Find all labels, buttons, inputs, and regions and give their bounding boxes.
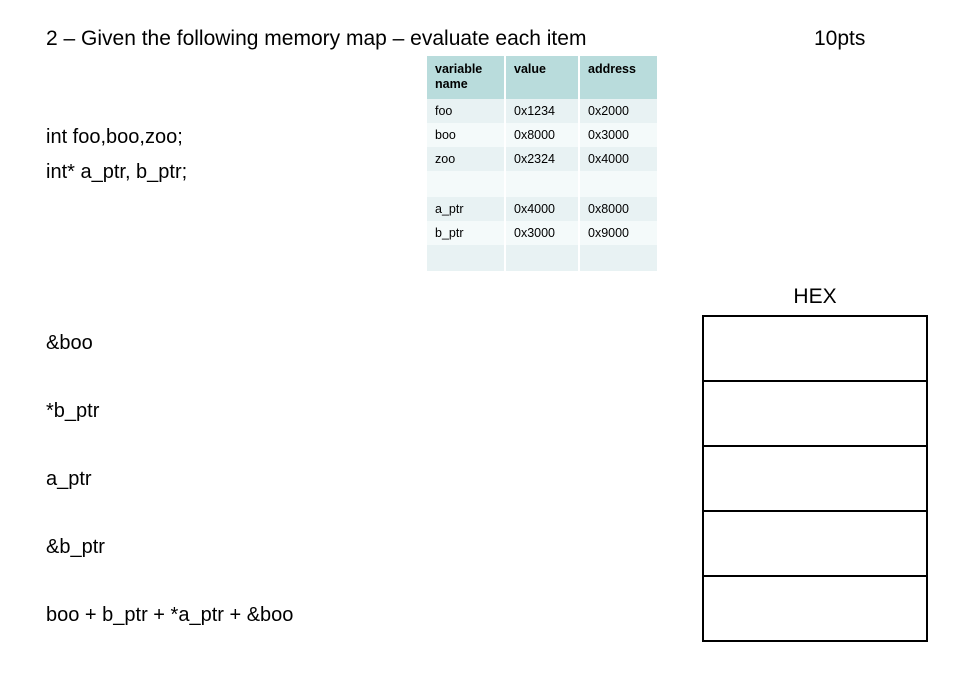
cell-value <box>505 245 580 271</box>
memory-map-table: variable name value address foo 0x1234 0… <box>427 56 657 271</box>
expression-item: *b_ptr <box>46 400 100 422</box>
answer-box[interactable] <box>702 575 928 642</box>
table-row: b_ptr 0x3000 0x9000 <box>427 221 657 245</box>
points-label: 10pts <box>814 27 866 50</box>
expression-item: &boo <box>46 332 93 354</box>
cell-address: 0x9000 <box>579 221 657 245</box>
expression-item: &b_ptr <box>46 536 105 558</box>
cell-value <box>505 171 580 197</box>
cell-variable-name <box>427 171 506 197</box>
cell-value: 0x1234 <box>505 99 580 123</box>
expression-list: &boo *b_ptr a_ptr &b_ptr boo + b_ptr + *… <box>46 328 293 668</box>
declaration-line: int* a_ptr, b_ptr; <box>46 161 188 183</box>
page-title: 2 – Given the following memory map – eva… <box>46 27 587 50</box>
declaration-line: int foo,boo,zoo; <box>46 126 183 148</box>
table-row: foo 0x1234 0x2000 <box>427 99 657 123</box>
table-row-empty <box>427 245 657 271</box>
answer-box[interactable] <box>702 380 928 447</box>
cell-address <box>579 245 657 271</box>
column-header-value: value <box>505 56 580 99</box>
cell-value: 0x8000 <box>505 123 580 147</box>
cell-value: 0x3000 <box>505 221 580 245</box>
table-row: zoo 0x2324 0x4000 <box>427 147 657 171</box>
answer-box[interactable] <box>702 510 928 577</box>
cell-variable-name: foo <box>427 99 506 123</box>
cell-value: 0x2324 <box>505 147 580 171</box>
answer-box-column <box>702 315 928 642</box>
cell-value: 0x4000 <box>505 197 580 221</box>
cell-variable-name <box>427 245 506 271</box>
hex-column-label: HEX <box>793 285 837 308</box>
answer-box[interactable] <box>702 445 928 512</box>
expression-item: a_ptr <box>46 468 92 490</box>
cell-variable-name: boo <box>427 123 506 147</box>
cell-address <box>579 171 657 197</box>
cell-variable-name: b_ptr <box>427 221 506 245</box>
column-header-variable-name: variable name <box>427 56 506 99</box>
table-row: boo 0x8000 0x3000 <box>427 123 657 147</box>
cell-variable-name: a_ptr <box>427 197 506 221</box>
cell-variable-name: zoo <box>427 147 506 171</box>
table-row: a_ptr 0x4000 0x8000 <box>427 197 657 221</box>
code-declarations: int foo,boo,zoo; int* a_ptr, b_ptr; <box>46 120 187 190</box>
column-header-address: address <box>579 56 657 99</box>
cell-address: 0x3000 <box>579 123 657 147</box>
cell-address: 0x4000 <box>579 147 657 171</box>
cell-address: 0x2000 <box>579 99 657 123</box>
expression-item: boo + b_ptr + *a_ptr + &boo <box>46 604 294 626</box>
cell-address: 0x8000 <box>579 197 657 221</box>
table-header-row: variable name value address <box>427 56 657 99</box>
table-row-empty <box>427 171 657 197</box>
answer-box[interactable] <box>702 315 928 382</box>
